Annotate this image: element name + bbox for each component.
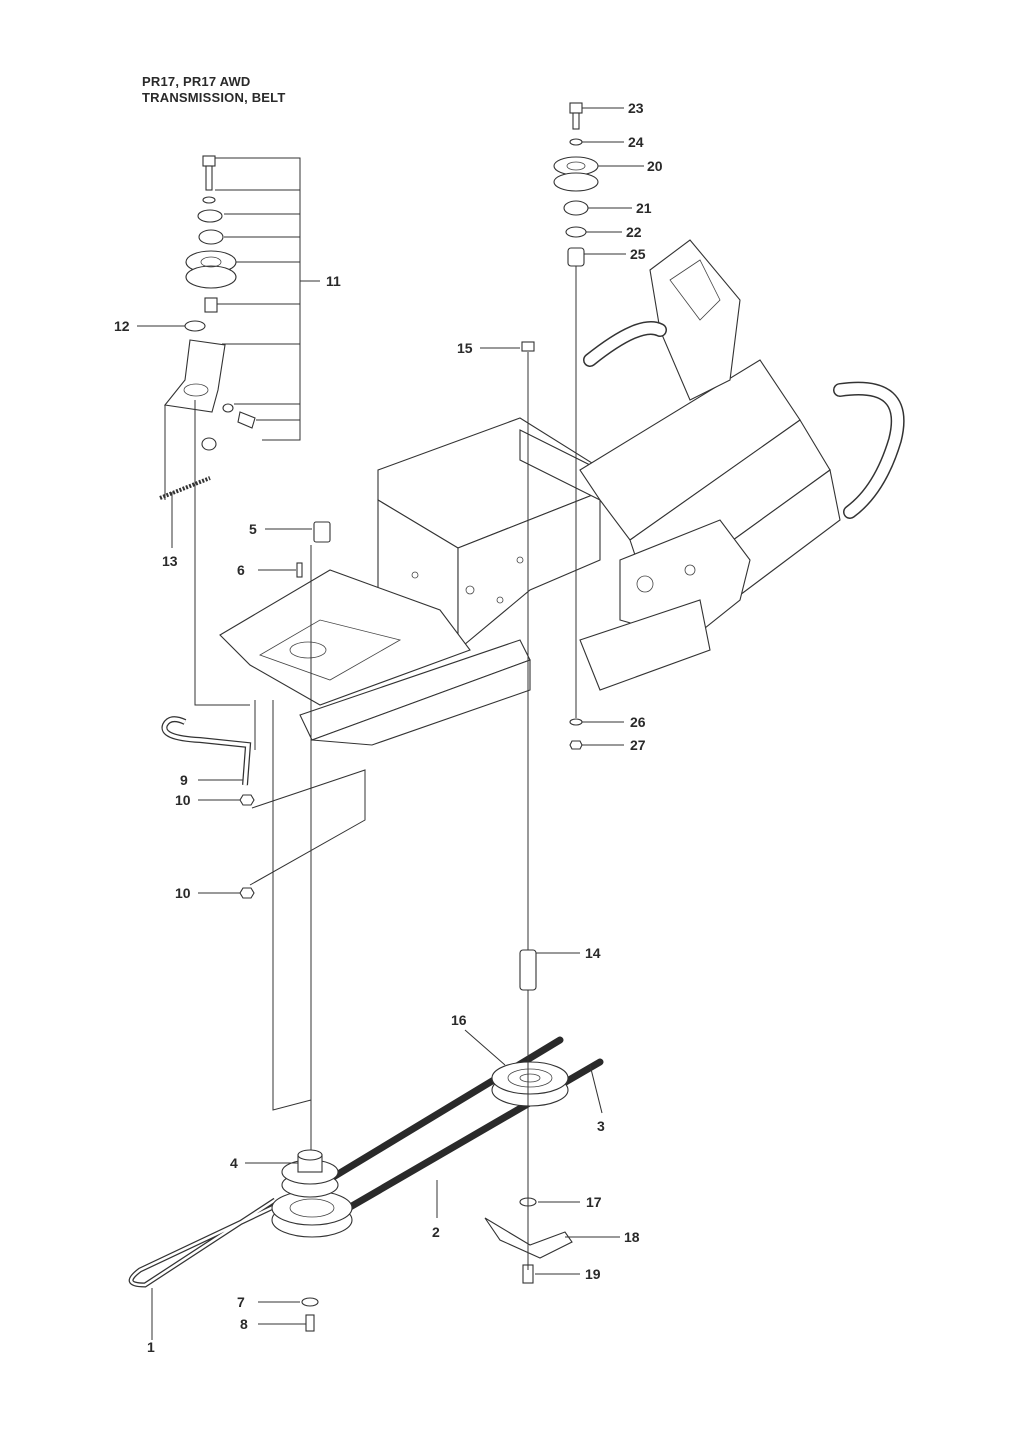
spindle-14	[519, 949, 537, 991]
callout-10-lower: 10	[175, 885, 191, 901]
callout-7: 7	[237, 1294, 245, 1310]
callout-26: 26	[630, 714, 646, 730]
callout-15: 15	[457, 340, 473, 356]
idler-assembly	[163, 155, 256, 451]
pin-6	[296, 562, 303, 578]
idler-rod	[161, 716, 252, 786]
callout-24: 24	[628, 134, 644, 150]
pulley-stack-right	[553, 102, 599, 750]
spacer-5	[313, 521, 331, 543]
callout-12: 12	[114, 318, 130, 334]
tension-spring	[159, 476, 211, 500]
model-label: PR17, PR17 AWD	[142, 74, 251, 89]
callout-16: 16	[451, 1012, 467, 1028]
callout-14: 14	[585, 945, 601, 961]
nut-10-lower	[239, 887, 255, 899]
callout-22: 22	[626, 224, 642, 240]
nut-10-upper	[239, 794, 255, 806]
callout-2: 2	[432, 1224, 440, 1240]
callout-3: 3	[597, 1118, 605, 1134]
callout-13: 13	[162, 553, 178, 569]
chassis-frame	[219, 239, 905, 746]
callout-labels: 23 24 20 21 22 25 11 12 15 5 13 6 26 27 …	[114, 100, 663, 1355]
leader-lines	[137, 107, 644, 1340]
callout-18: 18	[624, 1229, 640, 1245]
callout-19: 19	[585, 1266, 601, 1282]
callout-6: 6	[237, 562, 245, 578]
bolt-8	[305, 1314, 315, 1332]
callout-11: 11	[326, 273, 341, 289]
callout-25: 25	[630, 246, 646, 262]
callout-10-upper: 10	[175, 792, 191, 808]
drive-pulley-right	[491, 1061, 569, 1107]
callout-4: 4	[230, 1155, 238, 1171]
callout-5: 5	[249, 521, 257, 537]
belt-guide-18	[484, 1217, 573, 1259]
section-label: TRANSMISSION, BELT	[142, 90, 286, 105]
callout-9: 9	[180, 772, 188, 788]
callout-1: 1	[147, 1339, 155, 1355]
callout-8: 8	[240, 1316, 248, 1332]
callout-27: 27	[630, 737, 646, 753]
bolt-15	[521, 341, 535, 352]
callout-23: 23	[628, 100, 644, 116]
callout-21: 21	[636, 200, 652, 216]
callout-17: 17	[586, 1194, 602, 1210]
diagram-title: PR17, PR17 AWD TRANSMISSION, BELT	[142, 74, 285, 106]
drive-pulley-left	[271, 1149, 353, 1238]
callout-20: 20	[647, 158, 663, 174]
washer-7	[301, 1297, 319, 1307]
